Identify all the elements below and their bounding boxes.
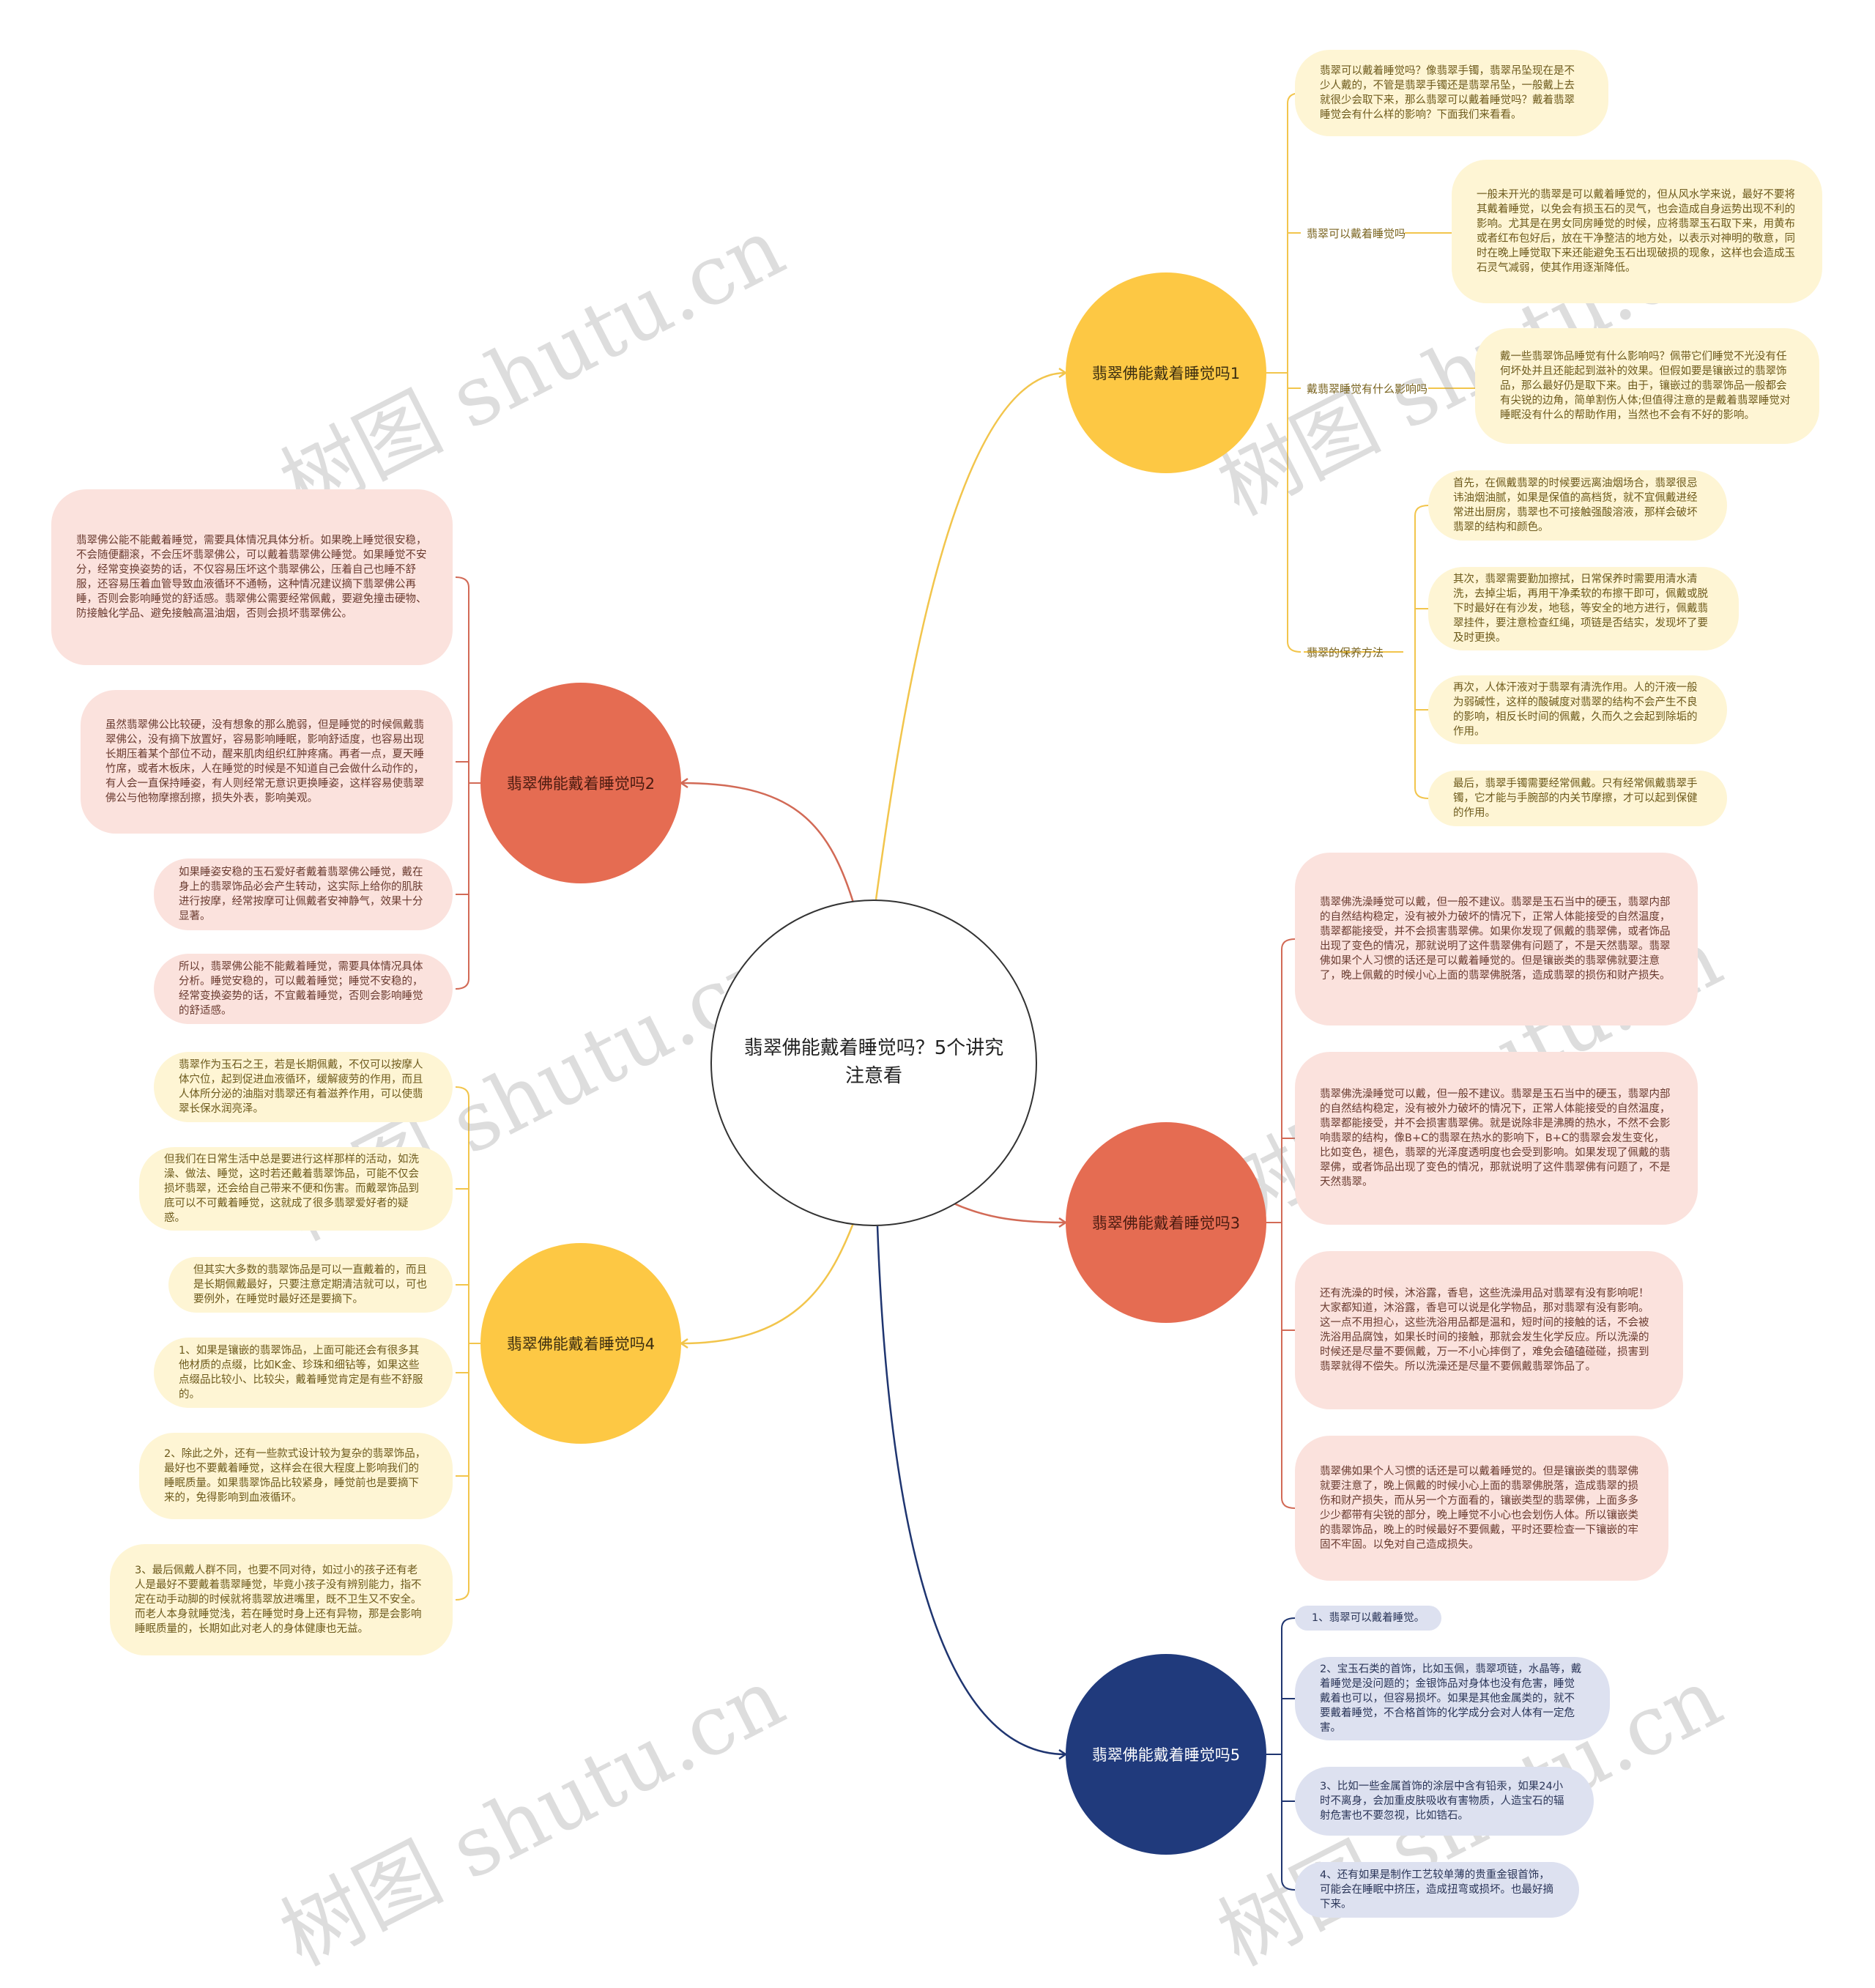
leaf-4-4[interactable]: 1、如果是镶嵌的翡翠饰品，上面可能还会有很多其他材质的点缀，比如K金、珍珠和细钻…	[154, 1338, 453, 1408]
bracket-5-tick	[1281, 1879, 1296, 1891]
branch-node-4[interactable]: 翡翠佛能戴着睡觉吗4	[480, 1243, 681, 1444]
central-topic-text: 翡翠佛能戴着睡觉吗？5个讲究注意看	[743, 1037, 1004, 1087]
branch-title: 翡翠佛能戴着睡觉吗4	[506, 1335, 656, 1353]
bracket-2-tick	[455, 978, 469, 990]
branch-title: 翡翠佛能戴着睡觉吗3	[1091, 1214, 1241, 1232]
bracket-1-tick	[1287, 641, 1302, 653]
curve-branch-1	[875, 371, 1066, 900]
curve-branch-2	[680, 782, 855, 903]
leaf-3-3[interactable]: 还有洗澡的时候，沐浴露，香皂，这些洗澡用品对翡翠有没有影响呢！大家都知道，沐浴露…	[1295, 1251, 1683, 1409]
bracket-1-care-tick	[1414, 787, 1429, 799]
leaf-1-can-wear[interactable]: 一般未开光的翡翠是可以戴着睡觉的，但从风水学来说，最好不要将其戴着睡觉，以免会有…	[1452, 160, 1822, 303]
curve-branch-4	[680, 1223, 855, 1345]
leaf-1-care-1[interactable]: 首先，在佩戴翡翠的时候要远离油烟场合，翡翠很忌讳油烟油腻，如果是保值的高档货，就…	[1428, 470, 1727, 541]
leaf-3-2[interactable]: 翡翠佛洗澡睡觉可以戴，但一般不建议。翡翠是玉石当中的硬玉，翡翠内部的自然结构稳定…	[1295, 1052, 1698, 1225]
subtopic-label-1[interactable]: 翡翠可以戴着睡觉吗	[1307, 227, 1406, 240]
branch-node-2[interactable]: 翡翠佛能戴着睡觉吗2	[480, 683, 681, 883]
bracket-2-tick	[455, 576, 469, 588]
leaf-1-effects[interactable]: 戴一些翡翠饰品睡觉有什么影响吗？佩带它们睡觉不光没有任何坏处并且还能起到滋补的效…	[1475, 328, 1819, 444]
leaf-4-2[interactable]: 但我们在日常生活中总是要进行这样那样的活动，如洗澡、做法、睡觉，这时若还戴着翡翠…	[139, 1147, 453, 1231]
bracket-4-tick	[455, 1589, 469, 1601]
branch-node-1[interactable]: 翡翠佛能戴着睡觉吗1	[1066, 272, 1266, 473]
branch-title: 翡翠佛能戴着睡觉吗5	[1091, 1746, 1241, 1764]
leaf-2-2[interactable]: 虽然翡翠佛公比较硬，没有想象的那么脆弱，但是睡觉的时候佩戴翡翠佛公，没有摘下放置…	[81, 690, 453, 834]
leaf-2-3[interactable]: 如果睡姿安稳的玉石爱好者戴着翡翠佛公睡觉，戴在身上的翡翠饰品必会产生转动，这实际…	[154, 858, 453, 930]
leaf-5-3[interactable]: 3、比如一些金属首饰的涂层中含有铅汞，如果24小时不离身，会加重皮肤吸收有害物质…	[1295, 1767, 1594, 1836]
leaf-4-3[interactable]: 但其实大多数的翡翠饰品是可以一直戴着的，而且是长期佩戴最好，只要注意定期清洁就可…	[168, 1257, 453, 1313]
leaf-5-2[interactable]: 2、宝玉石类的首饰，比如玉佩，翡翠项链，水晶等，戴着睡觉是没问题的；金银饰品对身…	[1295, 1657, 1610, 1740]
connector-arrow	[679, 1338, 688, 1349]
curve-branch-5	[876, 1225, 1066, 1756]
connector-arrow	[679, 777, 688, 789]
subtopic-label-3[interactable]: 翡翠的保养方法	[1307, 646, 1384, 659]
branch-title: 翡翠佛能戴着睡觉吗1	[1091, 365, 1241, 382]
leaf-3-1[interactable]: 翡翠佛洗澡睡觉可以戴，但一般不建议。翡翠是玉石当中的硬玉，翡翠内部的自然结构稳定…	[1295, 853, 1698, 1025]
leaf-1-care-4[interactable]: 最后，翡翠手镯需要经常佩戴。只有经常佩戴翡翠手镯，它才能与手腕部的内关节摩擦，才…	[1428, 771, 1727, 826]
bracket-3-tick	[1281, 1497, 1296, 1509]
branch-node-3[interactable]: 翡翠佛能戴着睡觉吗3	[1066, 1122, 1266, 1323]
bracket-3-tick	[1281, 938, 1296, 950]
leaf-2-1[interactable]: 翡翠佛公能不能戴着睡觉，需要具体情况具体分析。如果晚上睡觉很安稳，不会随便翻滚，…	[51, 489, 453, 665]
leaf-1-care-2[interactable]: 其次，翡翠需要勤加擦拭，日常保养时需要用清水清洗，去掉尘垢，再用干净柔软的布擦干…	[1428, 567, 1739, 650]
central-topic[interactable]: 翡翠佛能戴着睡觉吗？5个讲究注意看	[710, 900, 1037, 1226]
bracket-5-tick	[1281, 1617, 1296, 1629]
branch-node-5[interactable]: 翡翠佛能戴着睡觉吗5	[1066, 1654, 1266, 1855]
bracket-4-tick	[455, 1086, 469, 1098]
leaf-1-intro[interactable]: 翡翠可以戴着睡觉吗？像翡翠手镯，翡翠吊坠现在是不少人戴的，不管是翡翠手镯还是翡翠…	[1295, 50, 1608, 136]
leaf-4-6[interactable]: 3、最后佩戴人群不同，也要不同对待，如过小的孩子还有老人是最好不要戴着翡翠睡觉，…	[110, 1544, 453, 1655]
leaf-4-5[interactable]: 2、除此之外，还有一些款式设计较为复杂的翡翠饰品，最好也不要戴着睡觉，这样会在很…	[139, 1433, 453, 1519]
leaf-2-4[interactable]: 所以，翡翠佛公能不能戴着睡觉，需要具体情况具体分析。睡觉安稳的，可以戴着睡觉；睡…	[154, 954, 453, 1024]
bracket-1-care-tick	[1414, 505, 1429, 516]
leaf-5-1[interactable]: 1、翡翠可以戴着睡觉。	[1295, 1606, 1441, 1631]
curve-branch-3	[951, 1201, 1066, 1224]
leaf-1-care-3[interactable]: 再次，人体汗液对于翡翠有清洗作用。人的汗液一般为弱碱性，这样的酸碱度对翡翠的结构…	[1428, 675, 1727, 744]
subtopic-label-2[interactable]: 戴翡翠睡觉有什么影响吗	[1307, 382, 1428, 396]
leaf-3-4[interactable]: 翡翠佛如果个人习惯的话还是可以戴着睡觉的。但是镶嵌类的翡翠佛就要注意了，晚上佩戴…	[1295, 1436, 1668, 1581]
leaf-5-4[interactable]: 4、还有如果是制作工艺较单薄的贵重金银首饰，可能会在睡眠中挤压，造成扭弯或损坏。…	[1295, 1862, 1579, 1918]
leaf-4-1[interactable]: 翡翠作为玉石之王，若是长期佩戴，不仅可以按摩人体穴位，起到促进血液循环，缓解疲劳…	[154, 1052, 453, 1122]
branch-title: 翡翠佛能戴着睡觉吗2	[506, 775, 656, 793]
